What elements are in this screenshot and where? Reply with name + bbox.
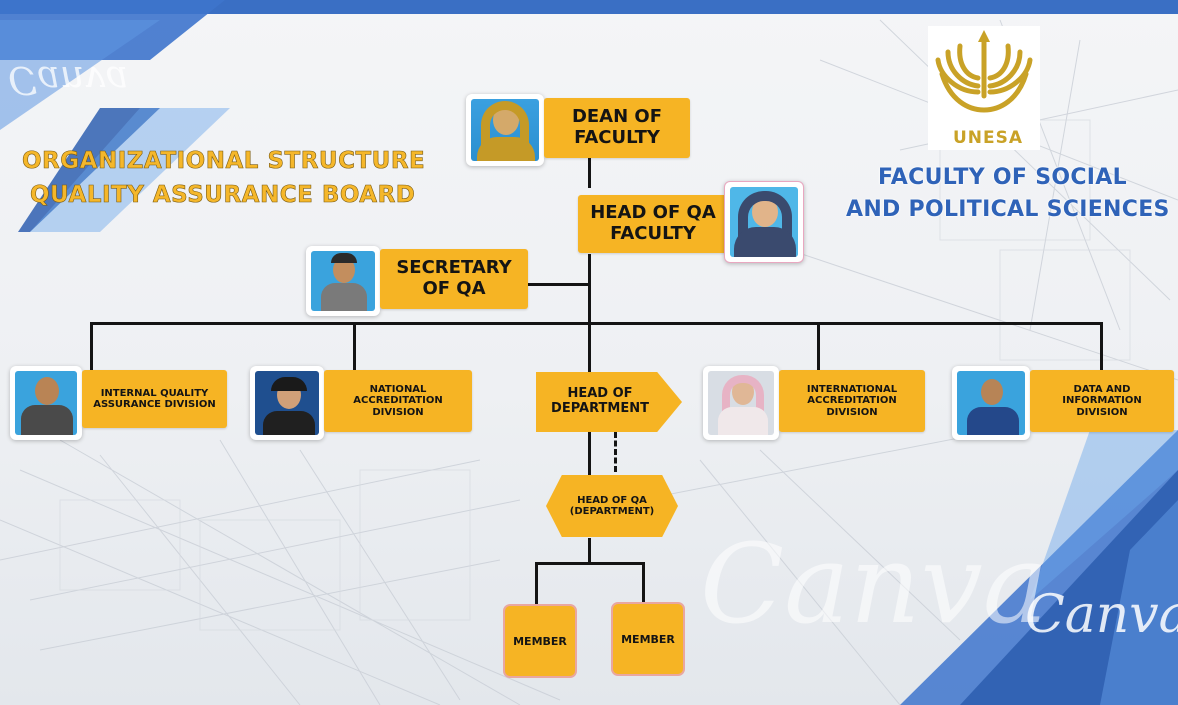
data-information-box: DATA AND INFORMATION DIVISION [1030, 370, 1174, 432]
connector-secretary [527, 283, 589, 286]
dean-photo [466, 94, 544, 166]
canva-watermark-center: Canva [700, 520, 1049, 648]
connector-member1 [535, 562, 538, 604]
head-of-qa-department-hexagon [546, 475, 678, 537]
faculty-name-line1: FACULTY OF SOCIAL [878, 165, 1127, 190]
international-accreditation-box: INTERNATIONAL ACCREDITATION DIVISION [779, 370, 925, 432]
internal-qa-photo [10, 366, 82, 440]
internal-quality-assurance-box: INTERNAL QUALITY ASSURANCE DIVISION [82, 370, 227, 428]
data-information-photo [952, 366, 1030, 440]
connector-member2 [642, 562, 645, 604]
logo-text: UNESA [953, 128, 1024, 148]
top-bar [0, 0, 1178, 14]
unesa-logo: UNESA [928, 26, 1040, 150]
connector-dept-qadept [588, 430, 591, 476]
connector-dean-headqa [588, 158, 591, 188]
connector-international [817, 322, 820, 370]
head-qa-faculty-photo [724, 181, 804, 263]
head-of-qa-faculty-box: HEAD OF QA FACULTY [578, 195, 728, 253]
secretary-of-qa-box: SECRETARY OF QA [380, 249, 528, 309]
faculty-name-line2: AND POLITICAL SCIENCES [846, 197, 1170, 222]
connector-qadept-members [588, 538, 591, 564]
head-of-qa-department-label: HEAD OF QA (DEPARTMENT) [569, 494, 655, 518]
connector-data [1100, 322, 1103, 370]
chart-title-line1: ORGANIZATIONAL STRUCTURE [22, 148, 426, 175]
connector-dashed [614, 432, 617, 472]
connector-horizontal-bus [90, 322, 1103, 325]
head-of-department-arrow [536, 372, 682, 432]
member-box-1: MEMBER [503, 604, 577, 678]
connector-internal [90, 322, 93, 370]
secretary-photo [306, 246, 380, 316]
national-accreditation-photo [250, 366, 324, 440]
member-box-2: MEMBER [611, 602, 685, 676]
wing-emblem-icon [935, 30, 1033, 113]
dean-of-faculty-box: DEAN OF FACULTY [544, 98, 690, 158]
connector-national [353, 322, 356, 370]
national-accreditation-box: NATIONAL ACCREDITATION DIVISION [324, 370, 472, 432]
chart-title-line2: QUALITY ASSURANCE BOARD [30, 182, 416, 209]
head-of-department-label: HEAD OF DEPARTMENT [551, 386, 649, 416]
connector-trunk [588, 254, 591, 374]
canva-watermark-bottom: Canva [1025, 585, 1178, 645]
international-accreditation-photo [703, 366, 779, 440]
connector-member-bus [535, 562, 645, 565]
canva-watermark-top: Canva [8, 58, 129, 102]
